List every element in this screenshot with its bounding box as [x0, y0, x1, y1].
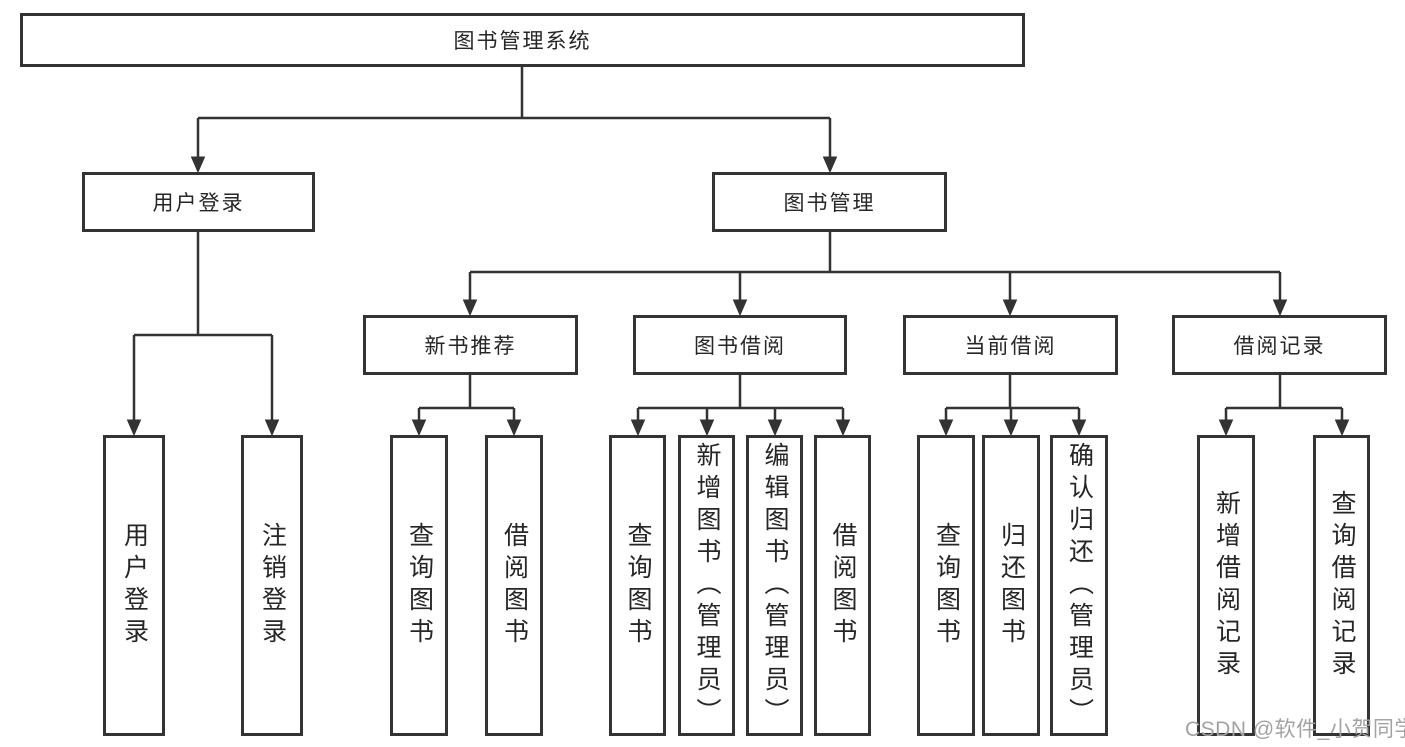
node-user-login-label: 用户登录 [152, 192, 245, 215]
leaf-return-books-label: 归还图书 [997, 521, 1026, 650]
leaf-borrow-query-books-label: 查询图书 [624, 521, 652, 650]
leaf-edit-books-admin: 编辑图书（管理员） [746, 435, 803, 736]
connector-book-borrow-children [630, 375, 851, 437]
leaf-add-books-admin-label: 新增图书（管理员） [693, 441, 721, 730]
node-root-system-label: 图书管理系统 [453, 30, 592, 53]
leaf-logout-label: 注销登录 [258, 521, 287, 650]
leaf-query-borrow-record: 查询借阅记录 [1313, 435, 1370, 736]
leaf-borrow-books: 借阅图书 [814, 435, 871, 736]
leaf-query-borrow-record-label: 查询借阅记录 [1328, 489, 1356, 682]
node-borrow-records: 借阅记录 [1172, 315, 1387, 375]
leaf-confirm-return-admin-label: 确认归还（管理员） [1065, 441, 1094, 730]
leaf-recommend-borrow-books: 借阅图书 [485, 435, 543, 736]
leaf-return-books: 归还图书 [982, 435, 1040, 736]
connector-book-management-children [462, 232, 1288, 317]
node-new-book-recommend: 新书推荐 [363, 315, 578, 375]
leaf-user-login: 用户登录 [103, 435, 165, 736]
leaf-recommend-query-books: 查询图书 [390, 435, 448, 736]
leaf-logout: 注销登录 [241, 435, 303, 736]
leaf-user-login-label: 用户登录 [120, 521, 149, 650]
node-book-borrow: 图书借阅 [633, 315, 847, 375]
leaf-edit-books-admin-label: 编辑图书（管理员） [761, 441, 789, 730]
connector-new-book-children [411, 375, 522, 437]
leaf-confirm-return-admin: 确认归还（管理员） [1050, 435, 1108, 736]
node-current-borrow: 当前借阅 [903, 315, 1118, 375]
node-book-borrow-label: 图书借阅 [694, 335, 786, 358]
connector-borrow-records-children [1218, 375, 1350, 437]
node-book-management-label: 图书管理 [783, 192, 876, 215]
leaf-borrow-query-books: 查询图书 [609, 435, 666, 736]
leaf-add-books-admin: 新增图书（管理员） [678, 435, 735, 736]
leaf-current-query-books: 查询图书 [917, 435, 975, 736]
connector-current-borrow-children [938, 375, 1087, 437]
leaf-recommend-query-books-label: 查询图书 [405, 521, 434, 650]
watermark: CSDN @软件_小贺同学 [1185, 718, 1405, 741]
node-current-borrow-label: 当前借阅 [964, 335, 1057, 358]
connector-user-login-children [126, 232, 280, 437]
leaf-add-borrow-record: 新增借阅记录 [1197, 435, 1255, 736]
node-borrow-records-label: 借阅记录 [1233, 335, 1326, 358]
node-book-management: 图书管理 [712, 172, 947, 232]
leaf-recommend-borrow-books-label: 借阅图书 [500, 521, 529, 650]
node-root-system: 图书管理系统 [20, 13, 1025, 67]
leaf-borrow-books-label: 借阅图书 [829, 521, 857, 650]
leaf-current-query-books-label: 查询图书 [932, 521, 961, 650]
connector-root-to-level2 [190, 67, 838, 174]
node-new-book-recommend-label: 新书推荐 [424, 335, 517, 358]
node-user-login: 用户登录 [82, 172, 315, 232]
leaf-add-borrow-record-label: 新增借阅记录 [1212, 489, 1241, 682]
